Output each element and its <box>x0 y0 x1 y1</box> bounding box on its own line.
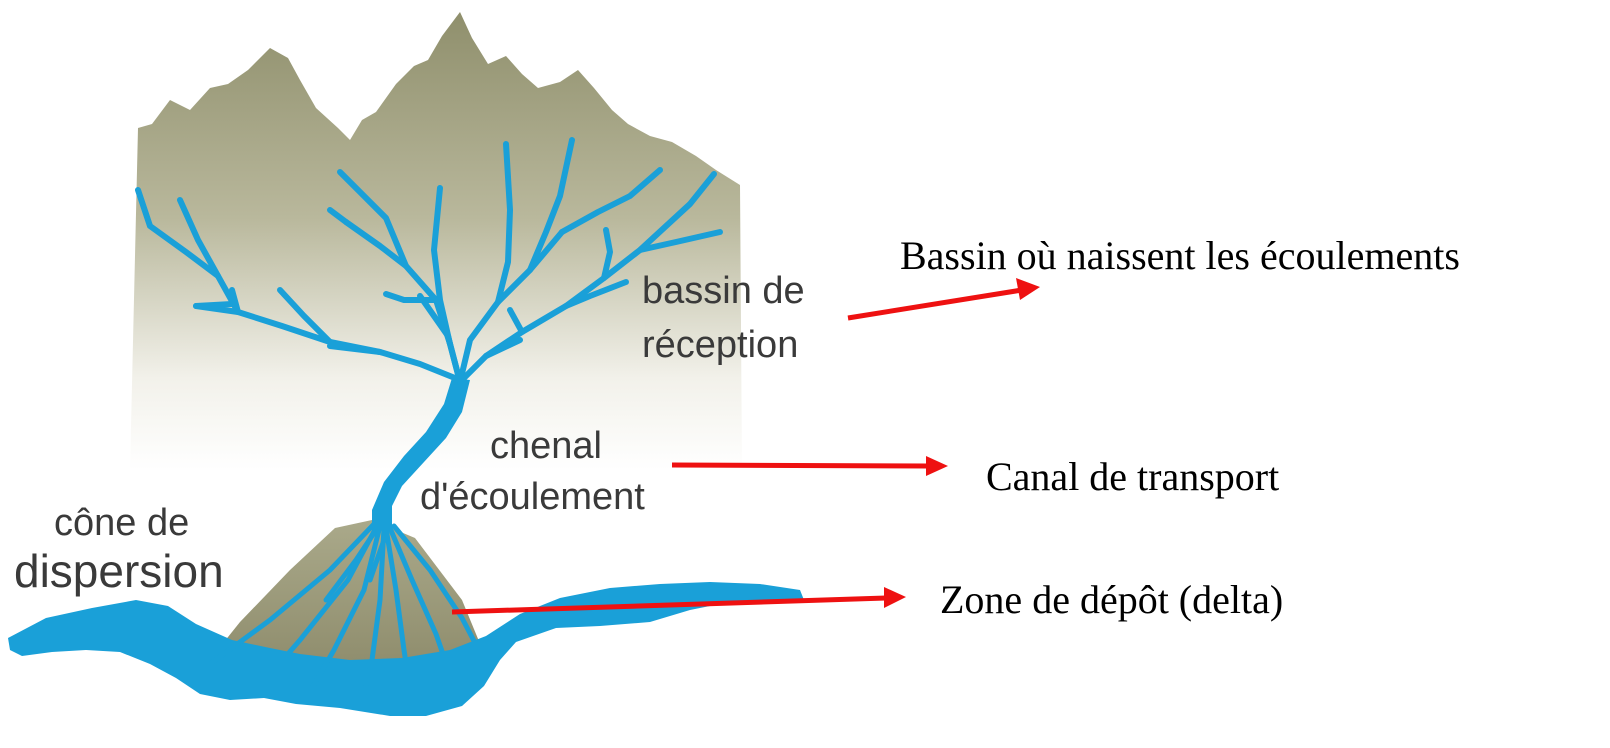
annotation-canal: Canal de transport <box>986 454 1280 499</box>
arrow-canal <box>671 462 929 469</box>
arrow-zone-head <box>884 587 906 608</box>
reception-tributaries <box>135 137 723 385</box>
annotation-bassin: Bassin où naissent les écoulements <box>900 233 1460 278</box>
label-cone-line1: cône de <box>54 502 190 544</box>
arrow-zone <box>451 595 887 615</box>
main-channel <box>372 378 470 530</box>
label-bassin-line1: bassin de <box>642 270 805 312</box>
annotation-zone: Zone de dépôt (delta) <box>940 577 1284 622</box>
fan-channels <box>207 519 487 697</box>
arrow-canal-head <box>926 456 948 476</box>
arrow-bassin <box>847 287 1023 321</box>
annotation-arrows <box>451 278 1040 615</box>
label-bassin-line2: réception <box>642 324 799 366</box>
label-cone-line2: dispersion <box>14 545 224 597</box>
arrow-bassin-head <box>1016 278 1040 300</box>
river <box>8 582 804 716</box>
label-chenal-line2: d'écoulement <box>420 476 645 518</box>
label-chenal-line1: chenal <box>490 425 602 467</box>
